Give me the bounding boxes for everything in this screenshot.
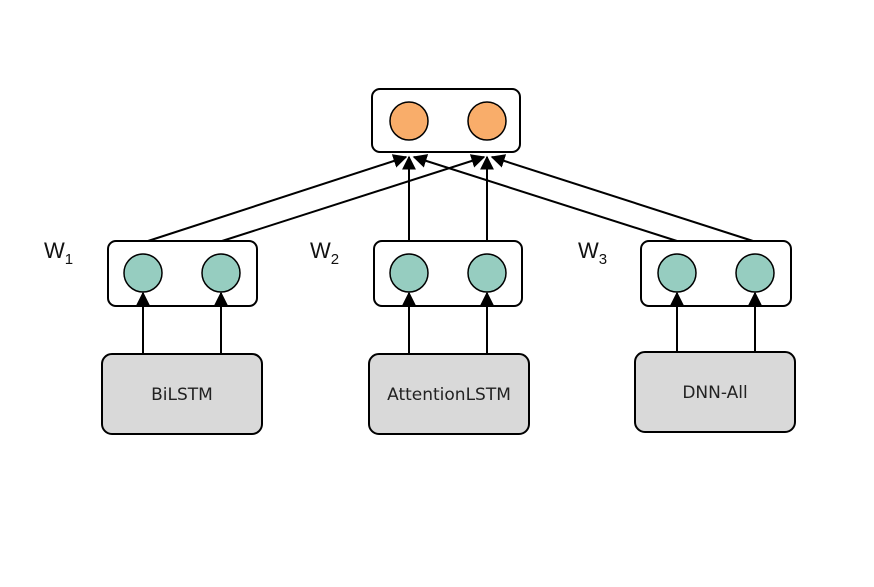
hidden-node-2a <box>389 253 429 293</box>
hidden-node-1b <box>201 253 241 293</box>
hidden-layer-2 <box>373 240 523 307</box>
weight-label-3: W3 <box>578 238 607 268</box>
module-box-1 <box>101 353 263 435</box>
connection-g3-a <box>412 154 678 242</box>
weighted-connections <box>147 154 754 242</box>
hidden-node-3b <box>735 253 775 293</box>
hidden-layer-1 <box>107 240 258 307</box>
weight-label-1: W1 <box>44 238 73 268</box>
connection-g3-b <box>490 154 754 242</box>
connection-g1-a <box>147 154 408 242</box>
hidden-layer-3 <box>640 240 792 307</box>
hidden-node-1a <box>123 253 163 293</box>
module-label-2: AttentionLSTM <box>387 385 511 405</box>
hidden-node-3a <box>657 253 697 293</box>
module-attentionlstm: AttentionLSTM <box>368 353 530 435</box>
hidden-node-2b <box>467 253 507 293</box>
module-dnn-all: DNN-All <box>634 351 796 433</box>
weight-label-2: W2 <box>310 238 339 268</box>
module-box-2 <box>368 353 530 435</box>
output-node-1 <box>389 101 429 141</box>
module-bilstm: BiLSTM <box>101 353 263 435</box>
module-connections <box>136 291 762 354</box>
output-layer <box>371 88 521 153</box>
module-label-3: DNN-All <box>682 383 747 403</box>
connection-g1-b <box>221 154 486 242</box>
module-label-1: BiLSTM <box>151 385 213 405</box>
output-node-2 <box>467 101 507 141</box>
module-box-3 <box>634 351 796 433</box>
